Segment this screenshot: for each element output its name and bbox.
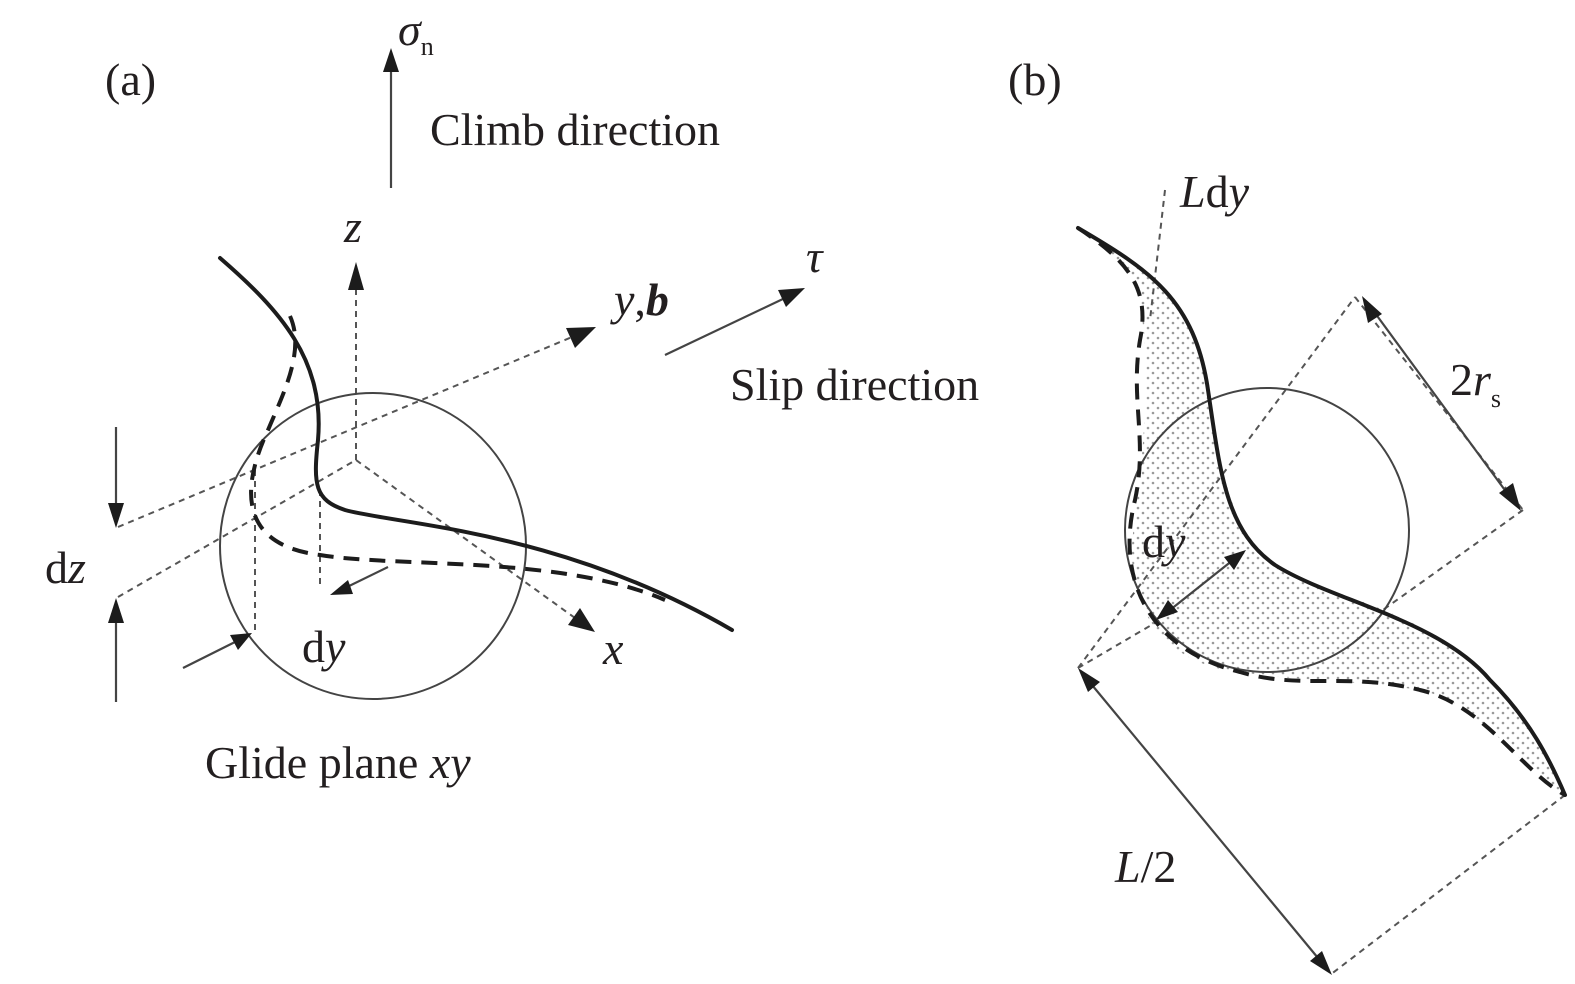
dy-arrowhead-b-end	[1224, 550, 1246, 570]
dy-arrow-a	[344, 566, 389, 589]
2rs-arrowhead-top	[1362, 296, 1382, 323]
panel-a-label: (a)	[105, 54, 156, 105]
x-axis	[355, 459, 576, 619]
L-half-label: L/2	[1114, 841, 1176, 892]
dislocation-line-climbed-a	[218, 256, 734, 632]
Ldy-label: Ldy	[1179, 166, 1250, 217]
rect-top-side	[1354, 296, 1524, 511]
dy-label-a: dy	[302, 621, 346, 672]
dislocation-line-original-a	[249, 315, 666, 602]
rect-far-side	[1329, 794, 1566, 976]
rect-left-side	[1077, 296, 1356, 669]
x-axis-label: x	[602, 623, 624, 674]
climb-arrowhead	[383, 48, 399, 72]
2rs-arrowhead-bottom	[1499, 483, 1521, 511]
y-axis	[117, 336, 573, 528]
panel-a: (a) σn Climb direction z y,b x τ Slip di…	[45, 4, 979, 788]
L-half-arrowhead-top	[1078, 668, 1100, 692]
y-b-label: y,b	[610, 274, 669, 325]
z-axis-arrowhead	[348, 262, 364, 290]
pointer-arrow	[182, 641, 236, 669]
pointer-arrowhead	[230, 633, 252, 650]
dz-label: dz	[45, 542, 86, 593]
y-axis-arrowhead	[566, 327, 596, 348]
2rs-label: 2rs	[1450, 354, 1501, 413]
dy-arrowhead-b-start	[1156, 600, 1178, 620]
slip-direction-label: Slip direction	[730, 359, 979, 410]
dz-arrowhead-top	[108, 503, 124, 528]
sigma-n-label: σn	[398, 4, 434, 61]
tau-label: τ	[806, 231, 824, 282]
x-axis-arrowhead	[568, 608, 595, 632]
slip-arrow	[664, 297, 786, 356]
rect-right-side	[1379, 509, 1524, 613]
panel-b: (b) 2rs dy L/2 Ldy	[1008, 54, 1567, 976]
swept-area	[1078, 228, 1565, 795]
slip-arrowhead	[778, 288, 805, 307]
dislocation-line-original-b	[1076, 226, 1566, 797]
dy-arrow-b	[1169, 559, 1234, 611]
dy-label-b: dy	[1142, 516, 1186, 567]
atmosphere-circle-b	[1124, 387, 1410, 673]
L-half-arrowhead-bottom	[1310, 951, 1332, 975]
lower-plane-line	[117, 459, 357, 598]
glide-plane-label: Glide plane xy	[205, 737, 471, 788]
L-half-arrow	[1091, 684, 1319, 959]
dy-arrowhead-a	[330, 580, 353, 595]
2rs-arrow	[1374, 312, 1508, 494]
dislocation-line-climbed-b	[1076, 226, 1567, 797]
z-axis-label: z	[343, 201, 362, 252]
rect-bottom-side	[1077, 619, 1161, 669]
panel-b-label: (b)	[1008, 54, 1062, 105]
atmosphere-circle-a	[219, 392, 527, 700]
dz-arrowhead-bottom	[108, 598, 124, 623]
climb-direction-label: Climb direction	[430, 104, 720, 155]
